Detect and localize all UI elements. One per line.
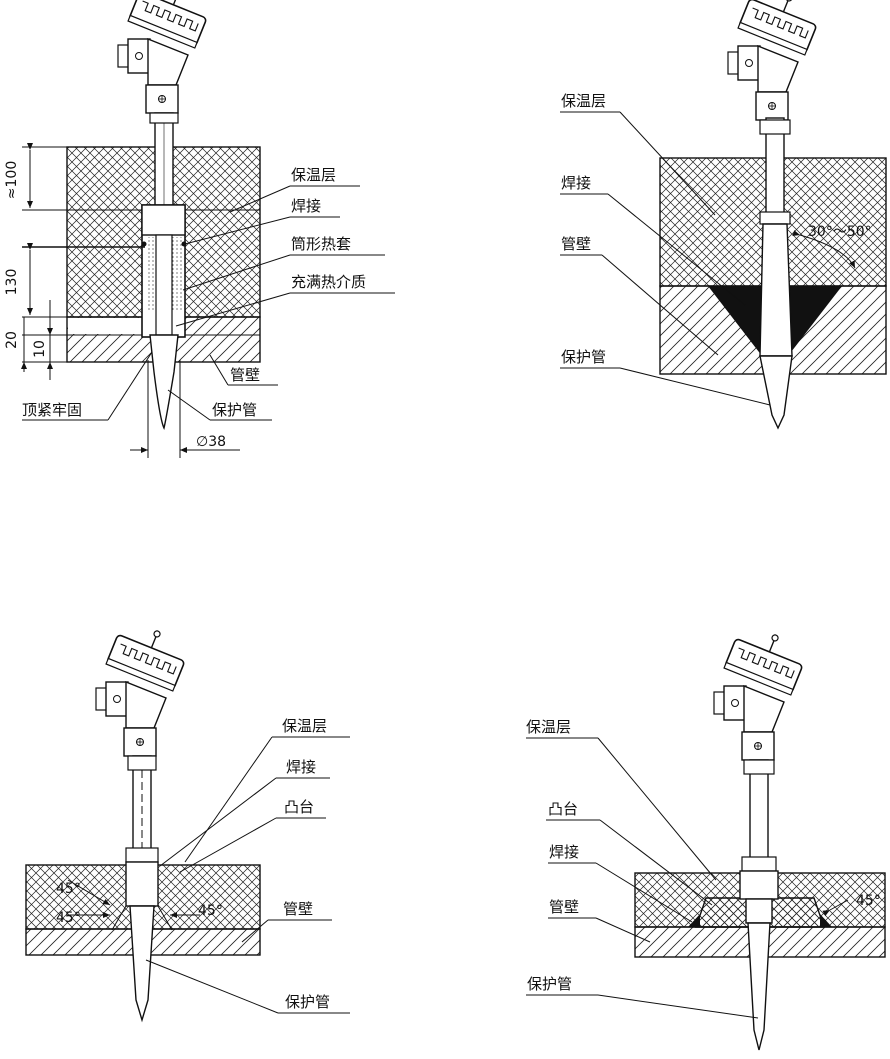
angle-d: 45° (856, 893, 881, 909)
label-weld-c: 焊接 (286, 758, 316, 776)
label-tube-d: 保护管 (527, 975, 572, 993)
label-insulation-a: 保温层 (291, 166, 336, 184)
dim-10: 10 (32, 340, 48, 358)
label-medium-a: 充满热介质 (291, 273, 366, 291)
leader-lines (22, 185, 395, 421)
label-wall-c: 管壁 (283, 900, 313, 918)
angle-c-1: 45° (56, 881, 81, 897)
label-boss-c: 凸台 (284, 798, 314, 816)
dim-130: 130 (4, 269, 20, 296)
leader-lines-b (560, 111, 771, 406)
label-insulation-c: 保温层 (282, 717, 327, 735)
dim-38: ∅38 (196, 434, 226, 450)
dim-100: ≈100 (4, 161, 20, 199)
label-wall-a: 管壁 (230, 366, 260, 384)
label-fasten-a: 顶紧牢固 (22, 401, 82, 419)
label-tube-b: 保护管 (561, 348, 606, 366)
angle-c-2: 45° (56, 910, 81, 926)
leader-lines-d (526, 737, 759, 1019)
angle-b: 30°～50° (808, 224, 872, 240)
label-weld-b: 焊接 (561, 174, 591, 192)
panel-c: 45° 45° 45° 保温层 焊接 凸台 管壁 保护管 (25, 616, 350, 1023)
panel-b: 30°～50° 保温层 焊接 管壁 保护管 (560, 0, 887, 430)
leader-lines-c (145, 736, 350, 1014)
angle-c-3: 45° (198, 903, 223, 919)
label-weld-d: 焊接 (549, 843, 579, 861)
label-boss-d: 凸台 (548, 800, 578, 818)
label-insulation-d: 保温层 (526, 718, 571, 736)
label-tube-a: 保护管 (212, 401, 257, 419)
dim-20: 20 (4, 331, 20, 349)
label-wall-d: 管壁 (549, 898, 579, 916)
label-weld-a: 焊接 (291, 197, 321, 215)
dimension-lines (21, 143, 240, 458)
panel-d: 45° 保温层 凸台 焊接 管壁 保护管 (526, 620, 886, 1051)
label-wall-b: 管壁 (561, 235, 591, 253)
label-sleeve-a: 筒形热套 (291, 235, 351, 253)
label-tube-c: 保护管 (285, 993, 330, 1011)
panel-a: ≈100 130 20 10 ∅38 保温层 焊接 筒形热套 充满热介质 管壁 … (4, 0, 395, 458)
label-insulation-b: 保温层 (561, 92, 606, 110)
